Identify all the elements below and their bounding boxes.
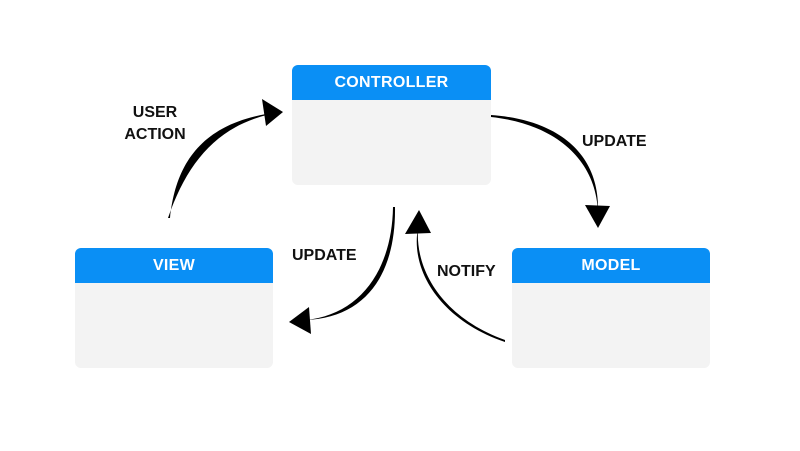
- user-action-line2: ACTION: [124, 126, 186, 143]
- arrowhead-controller-to-view: [289, 307, 311, 334]
- notify-label: NOTIFY: [437, 263, 496, 280]
- model-title: MODEL: [512, 248, 710, 283]
- view-node: VIEW: [75, 248, 273, 368]
- user-action-label: USER ACTION: [118, 102, 192, 146]
- arrowhead-model-to-controller: [405, 210, 431, 234]
- arrowhead-controller-to-model: [585, 205, 610, 228]
- model-node: MODEL: [512, 248, 710, 368]
- update-view-label: UPDATE: [292, 247, 357, 264]
- arrow-controller-to-model: [491, 115, 599, 212]
- arrowhead-view-to-controller: [262, 99, 283, 126]
- arrow-view-to-controller: [168, 112, 281, 218]
- user-action-line1: USER: [132, 104, 178, 121]
- view-title: VIEW: [75, 248, 273, 283]
- arrow-model-to-controller: [416, 228, 505, 342]
- controller-node: CONTROLLER: [292, 65, 491, 185]
- update-model-label: UPDATE: [582, 133, 647, 150]
- controller-title: CONTROLLER: [292, 65, 491, 100]
